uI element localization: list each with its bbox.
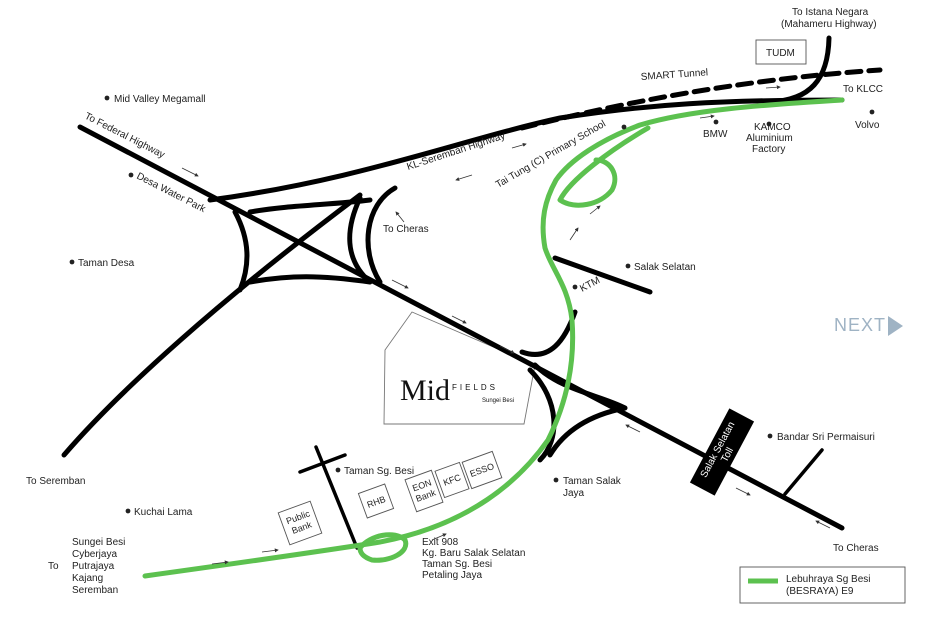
label-kl-seremban-highway: KL-Seremban Highway — [406, 131, 507, 173]
label-mahameru: (Mahameru Highway) — [781, 19, 877, 30]
label-kuchai-lama: Kuchai Lama — [134, 507, 193, 518]
label-sungei-3: Putrajaya — [72, 561, 115, 572]
label-mid-valley: Mid Valley Megamall — [114, 94, 206, 105]
logo-fields: FIELDS — [452, 383, 498, 392]
location-dots — [69, 95, 875, 514]
tudm-box — [755, 39, 807, 65]
shop-eon-bank: EON Bank — [404, 469, 444, 513]
label-tudm: TUDM — [766, 48, 795, 59]
label-exit-2: Kg. Baru Salak Selatan — [422, 548, 525, 559]
road-kl-seremban-highway — [207, 97, 845, 203]
label-bmw: BMW — [703, 129, 728, 140]
road-to-seremban — [61, 192, 363, 458]
legend-box — [739, 566, 906, 604]
shop-rhb: RHB — [357, 483, 395, 519]
label-sungei-4: Kajang — [72, 573, 103, 584]
label-kamco-1: KAMCO — [754, 122, 791, 133]
highway-besraya-loop-upper — [557, 125, 651, 208]
label-taman-desa: Taman Desa — [78, 258, 135, 269]
label-to-cheras-bottom: To Cheras — [833, 543, 879, 554]
label-taman-sg-besi: Taman Sg. Besi — [344, 466, 414, 477]
label-istana: To Istana Negara — [792, 7, 869, 18]
interchange-upper-loops — [232, 195, 373, 293]
direction-arrows — [181, 85, 831, 565]
label-taman-salak-jaya-2: Jaya — [563, 488, 585, 499]
label-to: To — [48, 561, 59, 572]
logo-sub: Sungei Besi — [482, 398, 514, 404]
shop-public-bank: Public Bank — [277, 500, 323, 546]
label-sungei-2: Cyberjaya — [72, 549, 117, 560]
legend-label-1: Lebuhraya Sg Besi — [786, 574, 871, 585]
label-sungei-1: Sungei Besi — [72, 537, 125, 548]
label-exit-4: Petaling Jaya — [422, 570, 482, 581]
label-kamco-2: Aluminium — [746, 133, 793, 144]
road-to-cheras-loop — [365, 185, 398, 285]
highway-besraya-loop-lower — [357, 532, 409, 563]
legend-label-2: (BESRAYA) E9 — [786, 586, 854, 597]
label-smart-tunnel: SMART Tunnel — [640, 67, 708, 83]
label-ktm: KTM — [578, 275, 602, 295]
label-to-seremban: To Seremban — [26, 476, 85, 487]
road-mahameru — [767, 35, 832, 105]
label-to-cheras-top: To Cheras — [383, 224, 429, 235]
shop-kfc: KFC — [434, 461, 470, 499]
road-bandar-sri-permaisuri — [783, 448, 824, 496]
next-label: NEXT — [834, 315, 887, 335]
logo-mid: Mid — [400, 374, 450, 407]
label-exit-3: Taman Sg. Besi — [422, 559, 492, 570]
label-taman-salak-jaya-1: Taman Salak — [563, 476, 622, 487]
label-to-klcc: To KLCC — [843, 84, 883, 95]
road-taman-sg-besi — [298, 445, 359, 550]
next-arrow-icon — [888, 316, 903, 336]
road-smart-tunnel — [519, 67, 883, 131]
label-salak-selatan: Salak Selatan — [634, 262, 696, 273]
next-button[interactable]: NEXT — [834, 312, 906, 340]
label-exit-1: Exit 908 — [422, 537, 459, 548]
label-volvo: Volvo — [855, 120, 880, 131]
road-salak-selatan — [552, 255, 653, 295]
shop-esso: ESSO — [461, 450, 503, 490]
label-bandar-sri-permaisuri: Bandar Sri Permaisuri — [777, 432, 875, 443]
label-kamco-3: Factory — [752, 144, 785, 155]
label-sungei-5: Seremban — [72, 585, 118, 596]
interchange-lower-loops — [519, 309, 628, 463]
highway-besraya-e9 — [142, 97, 845, 579]
